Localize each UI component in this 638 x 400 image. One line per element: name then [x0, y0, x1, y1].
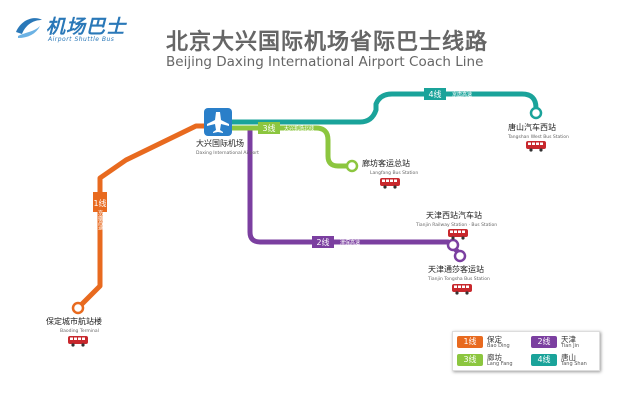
logo-brand: 机场巴士	[46, 16, 127, 38]
line-4-road: 京唐高速	[452, 91, 472, 98]
station-tianjin-tongsha-label: 天津通莎客运站	[428, 264, 484, 274]
line-2-path	[247, 130, 462, 256]
bus-icon	[526, 141, 546, 152]
line-1-badge: 1线	[93, 192, 107, 212]
station-langfang-en: Langfang Bus Station	[370, 170, 418, 176]
page-title: 北京大兴国际机场省际巴士线路	[166, 30, 489, 55]
station-tianjin-west-en: Tianjin Railway Station · Bus Station	[415, 222, 497, 228]
line-1-road: 京雄高速	[97, 209, 103, 231]
page-subtitle: Beijing Daxing International Airport Coa…	[166, 54, 484, 70]
legend-badge: 2线	[531, 336, 557, 348]
legend-item-line-1: 1线 保定 Bao Ding	[453, 333, 523, 351]
legend-label: 唐山	[561, 353, 576, 362]
station-tangshan-en: Tangshan West Bus Station	[507, 134, 569, 140]
station-dot-tianjin-west	[446, 238, 460, 252]
legend-label-en: Lang Fang	[487, 361, 513, 367]
legend-label-en: Bao Ding	[487, 343, 510, 349]
legend-item-line-2: 2线 天津 Tian Jin	[527, 333, 597, 351]
legend-badge: 1线	[457, 336, 483, 348]
line-4-badge: 4线	[424, 88, 446, 100]
airport-icon	[204, 108, 232, 136]
line-3-path	[232, 125, 352, 169]
bus-icon	[448, 229, 468, 240]
line-2-badge-text: 2线	[316, 237, 329, 247]
line-2-badge: 2线	[312, 236, 334, 248]
station-dot-baoding	[71, 301, 85, 315]
legend: 1线 保定 Bao Ding 2线 天津 Tian Jin 3线 廊坊 Lang…	[452, 331, 600, 371]
station-tangshan-label: 唐山汽车西站	[508, 122, 556, 132]
line-3-road: 大兴机场北线	[284, 125, 314, 132]
legend-label: 保定	[487, 335, 502, 344]
legend-label: 天津	[561, 335, 576, 344]
line-2-road: 津保高速	[340, 239, 360, 246]
line-4-badge-text: 4线	[428, 89, 441, 99]
logo: 机场巴士 Airport Shuttle Bus	[14, 12, 134, 46]
bus-icon	[452, 284, 472, 295]
line-3-badge-text: 3线	[262, 123, 275, 133]
station-baoding-label: 保定城市航站楼	[46, 316, 102, 326]
station-baoding-en: Baoding Terminal	[60, 328, 99, 334]
legend-label-en: Tian Jin	[561, 343, 580, 349]
station-dot-tianjin-tongsha	[453, 249, 467, 263]
legend-label-en: Tang Shan	[561, 361, 587, 367]
logo-brand-en: Airport Shuttle Bus	[48, 36, 115, 43]
station-tianjin-tongsha-en: Tianjin Tongsha Bus Station	[427, 276, 490, 282]
legend-badge: 3线	[457, 354, 483, 366]
bus-icon	[68, 336, 88, 347]
station-dot-langfang	[345, 159, 359, 173]
station-airport-label: 大兴国际机场	[196, 138, 244, 148]
line-1-path	[76, 123, 210, 310]
airport-shuttle-logo-icon	[16, 18, 42, 38]
legend-item-line-3: 3线 廊坊 Lang Fang	[453, 351, 523, 369]
station-airport-en: Daxing International Airport	[196, 150, 259, 156]
legend-label: 廊坊	[487, 353, 502, 362]
line-3-badge: 3线	[258, 122, 280, 134]
station-langfang-label: 廊坊客运总站	[362, 158, 410, 168]
bus-icon	[380, 178, 400, 189]
station-tianjin-west-label: 天津西站汽车站	[426, 210, 482, 220]
station-dot-tangshan	[529, 106, 543, 120]
legend-badge: 4线	[531, 354, 557, 366]
line-1-badge-text: 1线	[93, 198, 106, 208]
legend-item-line-4: 4线 唐山 Tang Shan	[527, 351, 597, 369]
line-4-path	[232, 91, 539, 125]
